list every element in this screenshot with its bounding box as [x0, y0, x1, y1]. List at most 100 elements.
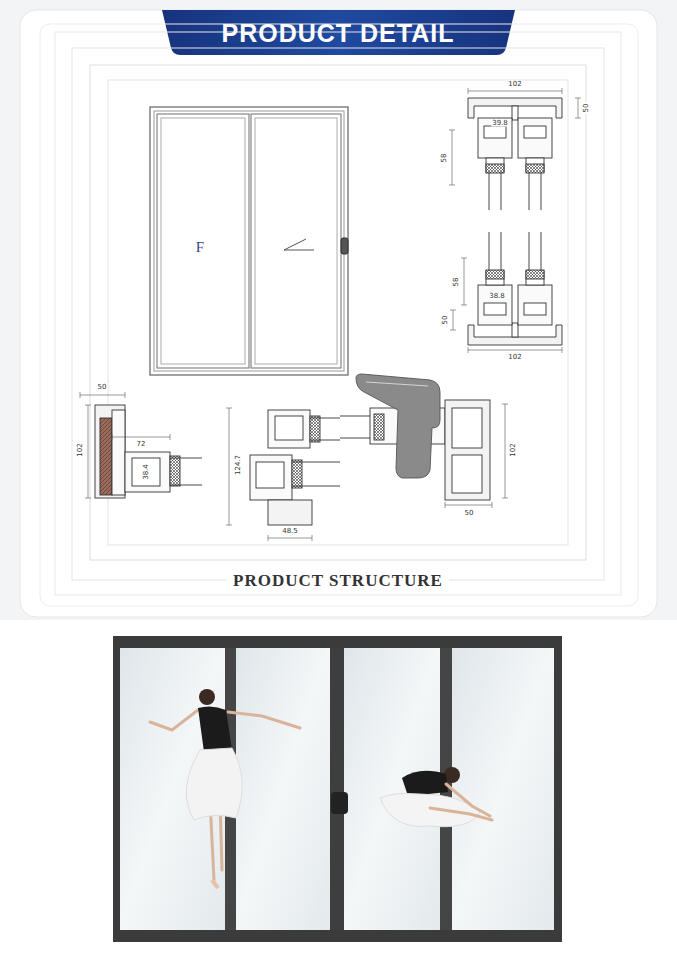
- interlock-section: [226, 408, 312, 541]
- page-title: PRODUCT DETAIL: [222, 21, 455, 46]
- door-photo: [113, 636, 562, 942]
- handle-section-shape: [452, 455, 482, 493]
- door-photo-shape: [113, 636, 562, 942]
- drawing-frame-shape: [55, 32, 621, 595]
- head-section-shape: [484, 126, 506, 138]
- head-section-shape: [526, 164, 544, 173]
- door-elevation-shape: [157, 114, 249, 368]
- head-section-shape: [518, 118, 552, 158]
- jamb-section-shape: [170, 458, 202, 485]
- interlock-section-shape: [268, 535, 312, 541]
- dimension-label: 50: [442, 315, 449, 326]
- sill-section-shape: [526, 271, 544, 285]
- head-section-shape: [486, 164, 504, 173]
- sill-section-shape: [529, 232, 541, 271]
- pane-mark: F: [196, 240, 204, 255]
- page-card: [0, 10, 677, 960]
- head-section-shape: [529, 172, 541, 210]
- head-section-shape: [489, 172, 501, 210]
- door-elevation: [150, 107, 348, 375]
- door-photo-shape: [236, 648, 330, 930]
- dimension-label: 50: [464, 510, 475, 517]
- handle-section-shape: [374, 414, 384, 440]
- head-section: [449, 88, 581, 185]
- jamb-section: [80, 392, 202, 498]
- interlock-section-shape: [250, 455, 292, 500]
- sill-section-shape: [486, 271, 504, 285]
- interlock-section-shape: [292, 462, 340, 486]
- interlock-section-shape: [275, 416, 303, 440]
- door-photo-shape: [228, 712, 300, 728]
- door-photo-shape: [186, 748, 242, 820]
- handle-section-shape: [340, 416, 370, 438]
- dimension-label: 39.8: [491, 120, 509, 127]
- door-photo-shape: [330, 648, 344, 930]
- dimension-label: 102: [507, 354, 522, 361]
- door-photo-shape: [199, 689, 215, 705]
- jamb-section-shape: [170, 456, 180, 486]
- page-card-shape: [0, 620, 677, 960]
- interlock-section-shape: [310, 416, 320, 442]
- jamb-section: [80, 392, 170, 498]
- handle-section: [340, 374, 508, 508]
- dimension-label: 50: [583, 103, 590, 114]
- door-photo: [430, 784, 492, 820]
- jamb-section-shape: [112, 434, 170, 440]
- handle-section-shape: [502, 404, 508, 498]
- dimension-label: 48.5: [281, 528, 299, 535]
- handle-section-shape: [445, 400, 490, 500]
- sill-section-shape: [461, 258, 467, 305]
- door-elevation-shape: [161, 118, 245, 364]
- sill-section: [450, 258, 562, 353]
- jamb-section-shape: [125, 452, 170, 492]
- drawing-frame: [40, 24, 638, 606]
- sill-section-shape: [450, 310, 456, 330]
- dimension-label: 38.4: [143, 463, 150, 481]
- jamb-section-shape: [95, 405, 125, 498]
- interlock-section-shape: [226, 408, 232, 525]
- head-section-shape: [524, 126, 546, 138]
- drawing-frame-shape: [108, 80, 568, 545]
- drawing-frame-shape: [40, 24, 638, 606]
- jamb-section-shape: [80, 392, 125, 398]
- dimension-label: 102: [77, 442, 84, 457]
- dimension-label: 50: [97, 384, 108, 391]
- door-elevation-shape: [251, 114, 341, 368]
- door-photo-shape: [430, 808, 492, 820]
- door-elevation-shape: [284, 239, 314, 250]
- dimension-label: 102: [507, 81, 522, 88]
- handle-section-shape: [366, 382, 428, 386]
- interlock-section-shape: [268, 500, 312, 525]
- jamb-section-shape: [112, 410, 125, 495]
- door-photo-shape: [212, 880, 218, 888]
- door-photo-shape: [452, 648, 554, 930]
- handle-section: [445, 404, 508, 508]
- head-section-shape: [512, 106, 518, 120]
- interlock-section-shape: [268, 410, 310, 448]
- dimension-label: 124.7: [235, 454, 242, 476]
- jamb-section-shape: [100, 418, 112, 495]
- door-photo-shape: [402, 771, 448, 796]
- sill-section-shape: [512, 323, 518, 337]
- interlock-section-shape: [310, 418, 340, 440]
- door-elevation-shape: [341, 238, 348, 254]
- section-caption: PRODUCT STRUCTURE: [227, 572, 449, 589]
- head-section-shape: [478, 118, 512, 158]
- door-photo-shape: [331, 792, 348, 814]
- handle-section-shape: [445, 502, 492, 508]
- head-section-shape: [486, 158, 504, 172]
- head-section-shape: [468, 88, 562, 94]
- head-section-shape: [526, 158, 544, 172]
- sill-section-shape: [484, 303, 506, 315]
- dimension-label: 38.8: [488, 293, 506, 300]
- jamb-section-shape: [132, 458, 160, 486]
- head-section-shape: [449, 130, 455, 185]
- dimension-label: 58: [453, 277, 460, 288]
- sill-section-shape: [518, 285, 552, 325]
- dimension-label: 72: [136, 441, 147, 448]
- door-elevation-shape: [154, 111, 344, 371]
- door-photo-shape: [198, 706, 232, 752]
- sill-section: [450, 232, 562, 353]
- sill-section-shape: [478, 285, 512, 325]
